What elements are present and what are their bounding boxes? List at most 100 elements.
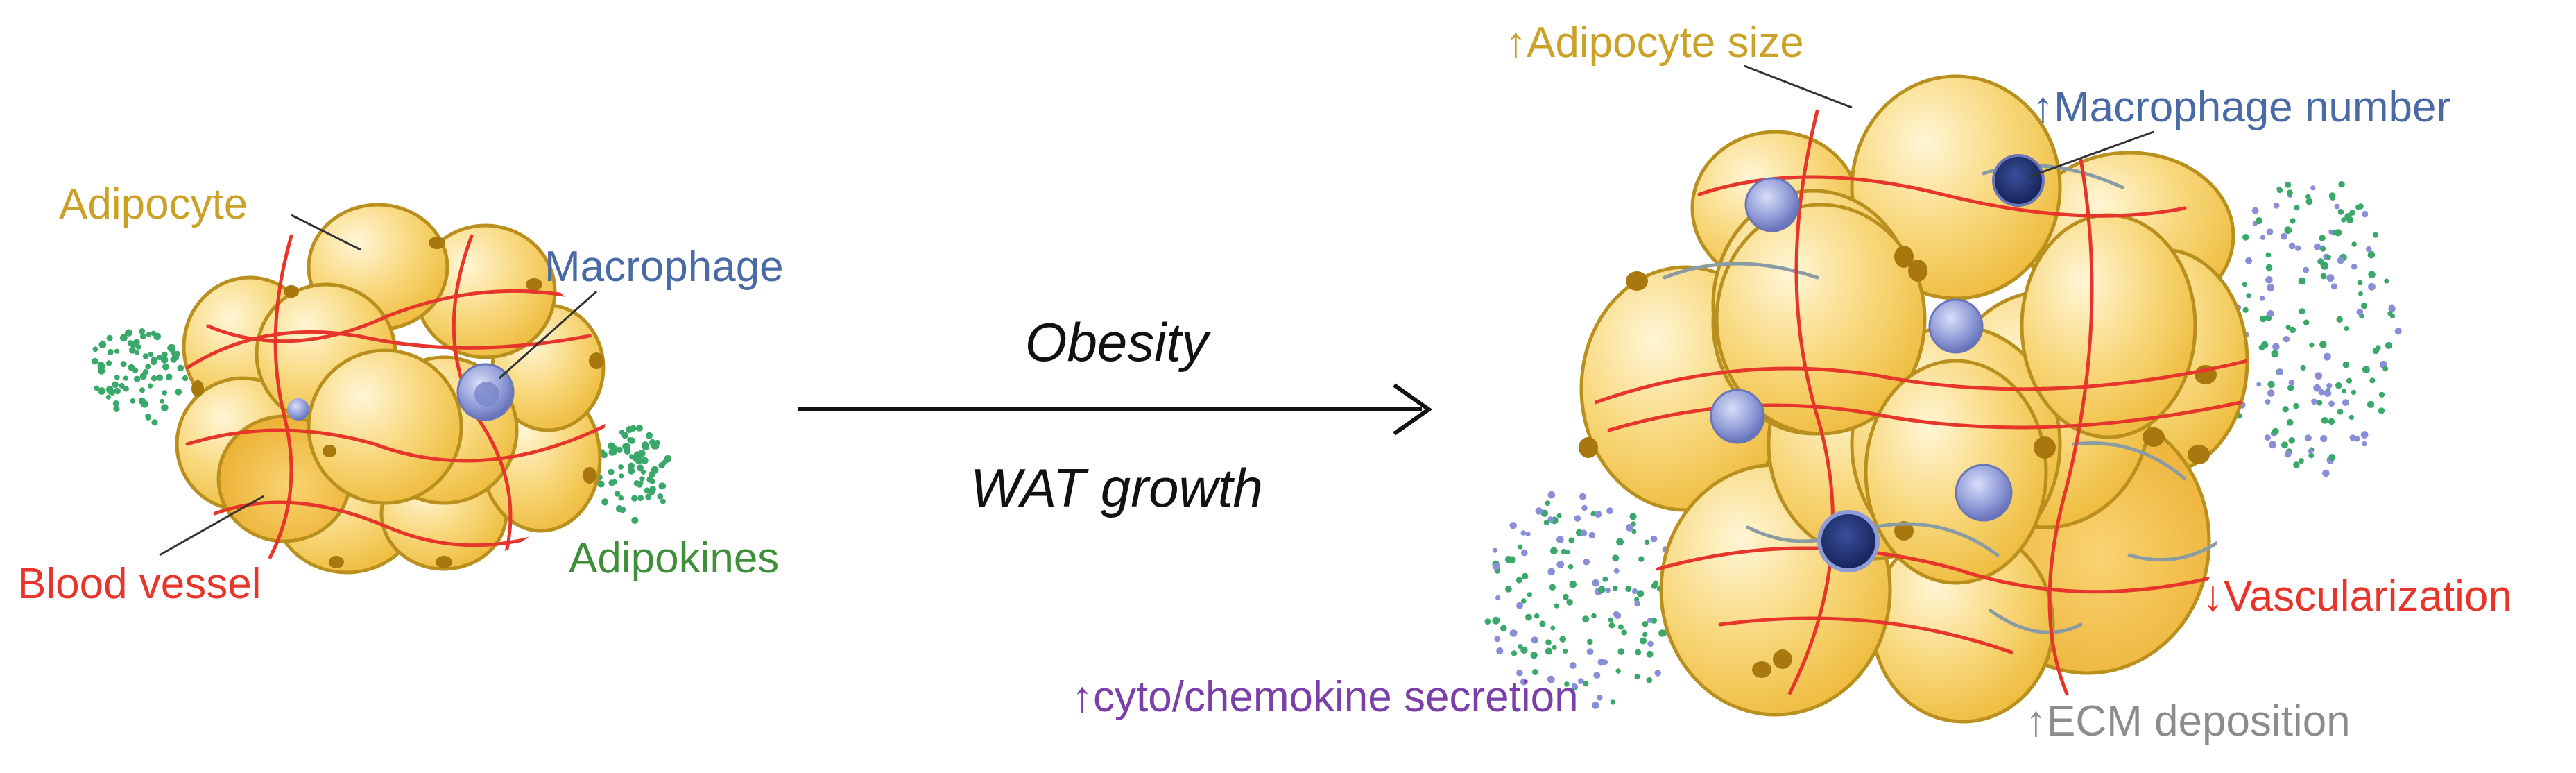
adipokine-dot-icon [2351, 389, 2357, 396]
adipokine-dot-icon [130, 398, 136, 404]
adipokine-dot-icon [2372, 347, 2380, 355]
adipokine-dot-icon [2328, 418, 2335, 425]
adipokine-dot-icon [128, 346, 136, 354]
adipokine-dot-icon [2355, 204, 2361, 210]
adipokine-dot-icon [2351, 263, 2358, 270]
adipokine-dot-icon [642, 441, 649, 449]
adipokine-dot-icon [2320, 261, 2328, 269]
adipokine-dot-icon [629, 454, 635, 459]
adipokine-dot-icon [161, 356, 169, 364]
adipokine-dot-icon [108, 389, 113, 395]
adipokine-dot-icon [612, 445, 619, 452]
adipokine-dot-icon [2382, 366, 2389, 372]
adipokine-dot-icon [2256, 382, 2262, 387]
adipokine-dot-icon [1545, 647, 1553, 655]
adipokine-dot-icon [1634, 674, 1640, 680]
adipokine-dot-icon [2305, 194, 2311, 200]
adipokine-dot-icon [2334, 203, 2340, 210]
adipokine-dot-icon [2378, 391, 2385, 398]
adipokine-dot-icon [105, 394, 111, 400]
adipokine-dot-icon [2344, 213, 2352, 221]
adipokine-dot-icon [1586, 648, 1594, 656]
adipokine-dot-icon [2283, 336, 2290, 343]
adipokine-dot-icon [2351, 241, 2357, 247]
adipokine-dot-icon [1591, 613, 1597, 619]
adipokine-dot-icon [2389, 304, 2395, 310]
adipokine-dot-icon [2264, 434, 2271, 441]
adipokine-dot-icon [182, 375, 189, 382]
right-arrow-icon [798, 383, 1433, 436]
adipokine-dot-icon [2316, 400, 2323, 406]
adipokine-dot-icon [2287, 384, 2294, 391]
adipokine-dot-icon [1608, 617, 1613, 622]
adipokine-dot-icon [1647, 618, 1652, 623]
adipokine-dot-icon [2313, 384, 2321, 392]
adipokine-dot-icon [2368, 271, 2376, 279]
adipokine-dot-icon [2334, 229, 2342, 237]
adipokine-dot-icon [1595, 510, 1602, 518]
adipokine-dot-icon [1625, 524, 1633, 532]
adipokine-dot-icon [2341, 388, 2346, 393]
adipokine-dot-icon [2394, 328, 2402, 335]
adipokine-dot-icon [1652, 580, 1659, 587]
adipokine-dot-icon [2322, 469, 2330, 477]
adipokine-dot-icon [1547, 675, 1555, 683]
adipokine-dot-icon [114, 387, 121, 395]
adipokine-dot-icon [631, 516, 639, 524]
adipokine-dot-icon [113, 405, 120, 412]
adipokine-dot-icon [125, 329, 132, 337]
adipokine-dot-icon [92, 346, 98, 352]
adipokine-dot-icon [2326, 255, 2331, 260]
adipokine-dot-icon [1608, 622, 1615, 629]
adipokine-dot-icon [2330, 195, 2335, 201]
adipokine-dot-icon [2285, 181, 2292, 188]
adipokine-dot-icon [2328, 400, 2335, 407]
right-labels: ↑Adipocyte size ↑Macrophage number ↓Vasc… [1072, 19, 2512, 745]
adipokine-dot-icon [651, 466, 659, 474]
adipokine-dot-icon [162, 363, 169, 371]
adipokine-dot-icon [2328, 454, 2336, 461]
adipokine-dot-icon [2366, 246, 2372, 253]
adipokine-dot-icon [112, 381, 119, 389]
adipokine-dot-icon [2328, 229, 2334, 235]
adipokine-dot-icon [636, 425, 643, 432]
adipokine-dot-icon [1582, 615, 1590, 623]
adipokine-dot-icon [1545, 639, 1552, 645]
adipokine-dot-icon [1597, 659, 1605, 666]
adipokine-dot-icon [2273, 202, 2280, 209]
adipokine-dot-icon [2281, 441, 2288, 449]
adipokine-dot-icon [1634, 600, 1641, 607]
adipokine-dot-icon [1539, 620, 1546, 627]
adipokine-dot-icon [106, 334, 113, 341]
adipokine-dot-icon [1636, 590, 1645, 597]
adipokine-dot-icon [1522, 572, 1529, 580]
adipokine-dot-icon [2267, 380, 2275, 389]
adipokine-dot-icon [2315, 372, 2323, 380]
adipokine-dot-icon [151, 330, 156, 337]
ecm-deposition-label: ↑ECM deposition [2025, 697, 2351, 745]
adipokine-dot-icon [1511, 650, 1518, 656]
adipokine-dot-icon [2335, 382, 2342, 389]
adipokine-dot-icon [1494, 636, 1501, 643]
adipokine-dot-icon [156, 374, 163, 381]
adipokine-dot-icon [1568, 537, 1575, 544]
adipokine-dot-icon [1646, 650, 1654, 658]
adipokine-dot-icon [597, 480, 605, 488]
adipokine-dot-icon [2362, 366, 2370, 374]
adipocyte-leader-line [291, 214, 361, 251]
adipokine-dot-icon [2276, 187, 2283, 194]
adipokine-dot-icon [1625, 586, 1632, 593]
adipokine-dot-icon [1562, 593, 1569, 600]
adipokine-dot-icon [2293, 402, 2299, 409]
adipokine-dot-icon [646, 432, 653, 439]
adipokine-dot-icon [119, 382, 125, 389]
adipokine-dot-icon [2246, 293, 2251, 298]
adipokine-dot-icon [2266, 228, 2274, 236]
adipokine-dot-icon [1658, 629, 1666, 637]
adipokine-dot-icon [601, 498, 609, 506]
adipokine-dot-icon [2299, 308, 2305, 315]
adipokine-dot-icon [1588, 532, 1595, 539]
adipokine-dot-icon [1505, 586, 1512, 593]
adipokine-dot-icon [170, 349, 176, 355]
adipokine-dot-icon [2285, 324, 2291, 330]
